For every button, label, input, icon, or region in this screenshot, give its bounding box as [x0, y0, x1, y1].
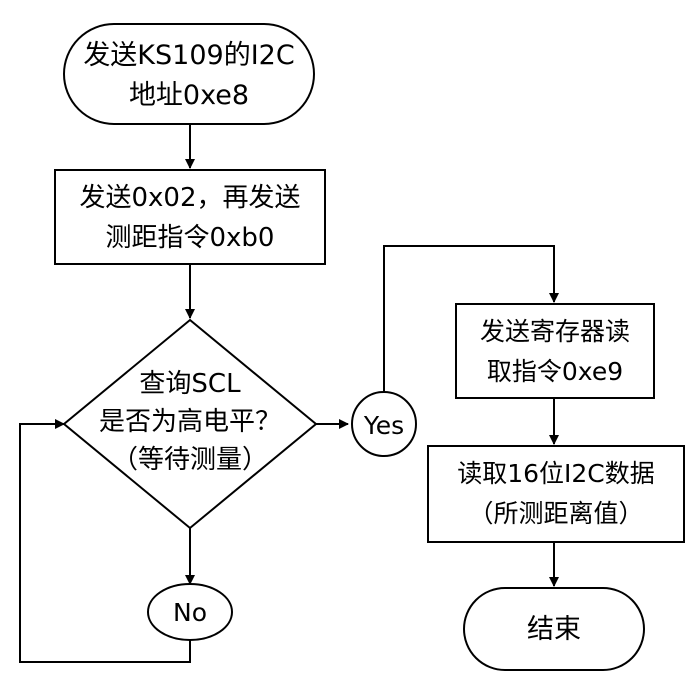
no-node: No: [147, 583, 233, 641]
yes-label: Yes: [363, 411, 404, 440]
start-node-line-1: 发送KS109的I2C: [83, 40, 294, 71]
send-command-line-1: 发送0x02，再发送: [79, 183, 300, 213]
end-label: 结束: [527, 614, 581, 645]
read-command-line-2: 取指令0xe9: [487, 357, 623, 386]
decision-line-2: 是否为高电平？: [99, 407, 281, 437]
read-command-node: 发送寄存器读 取指令0xe9: [455, 303, 655, 399]
edge-no-loop-back: [19, 419, 191, 663]
read-data-line-2: （所测距离值）: [468, 499, 643, 528]
decision-node: 查询SCL 是否为高电平？ （等待测量）: [62, 318, 318, 530]
read-command-line-1: 发送寄存器读: [480, 317, 630, 346]
send-command-line-2: 测距指令0xb0: [106, 223, 275, 253]
send-command-node: 发送0x02，再发送 测距指令0xb0: [54, 169, 326, 265]
no-label: No: [173, 598, 207, 627]
yes-node: Yes: [351, 391, 417, 457]
end-node: 结束: [463, 587, 645, 671]
read-data-line-1: 读取16位I2C数据: [457, 459, 655, 488]
decision-line-1: 查询SCL: [139, 369, 241, 399]
start-node-line-2: 地址0xe8: [129, 80, 249, 111]
edge-yes-to-read-cmd: [383, 245, 559, 394]
read-data-node: 读取16位I2C数据 （所测距离值）: [427, 445, 685, 543]
decision-line-3: （等待测量）: [112, 445, 268, 475]
start-node: 发送KS109的I2C 地址0xe8: [63, 23, 315, 125]
